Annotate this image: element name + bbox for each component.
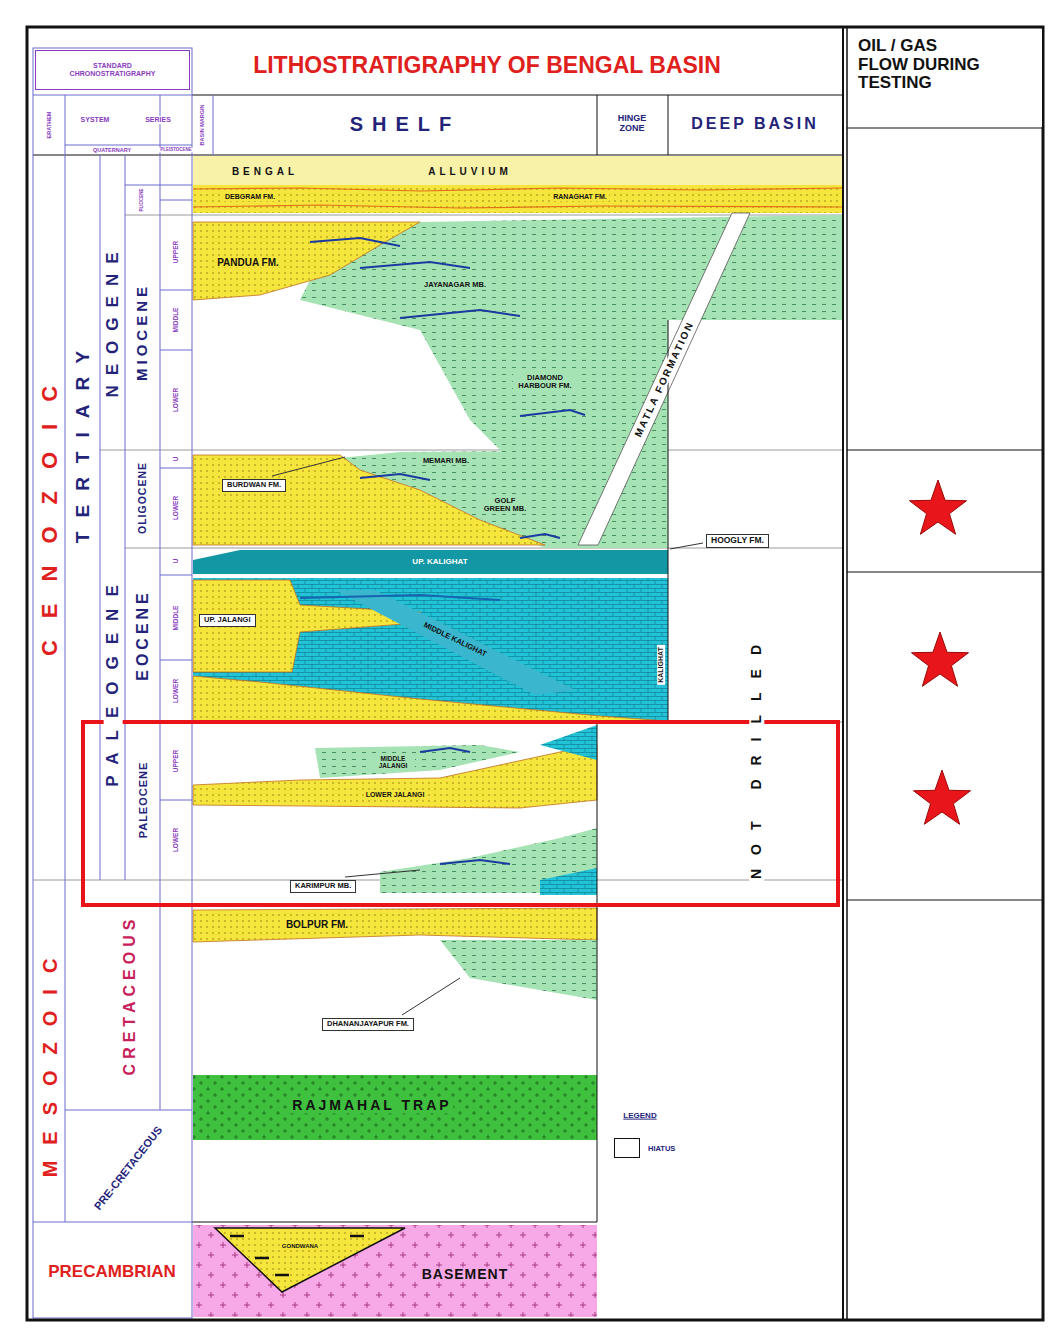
member-callout: KARIMPUR MB. (290, 880, 356, 893)
column-header: HINGE ZONE (608, 114, 656, 134)
formation-name: MATLA FORMATION (631, 318, 696, 441)
subepoch-name: LOWER (172, 826, 179, 854)
period-name: TERTIARY (73, 335, 94, 545)
column-header: DEEP BASIN (689, 115, 821, 133)
formation-callout: BURDWAN FM. (222, 479, 286, 492)
node-text: DHANANJAYAPUR FM. (327, 1020, 409, 1029)
formation-name: MIDDLE KALIGHAT (420, 620, 489, 659)
period-name: QUATERNARY (91, 147, 133, 153)
subepoch-name: LOWER (172, 494, 179, 522)
period-name: PRE-CRETACEOUS (90, 1122, 165, 1213)
formation-name: GONDWANA (280, 1243, 320, 1250)
legend-text: HIATUS (648, 1144, 675, 1153)
subepoch-name: U (172, 455, 179, 464)
formation-callout: HOOGLY FM. (706, 534, 769, 548)
legend-entry: HIATUS (614, 1138, 675, 1158)
period-name: PALEOGENE (104, 571, 123, 788)
column-header: SHELF (348, 113, 463, 135)
legend-swatch (614, 1138, 640, 1158)
epoch-name: MIOCENE (134, 281, 151, 383)
epoch-name: PLEISTOCENE (158, 148, 194, 153)
column-header: BASIN MARGIN (199, 103, 205, 148)
node-text: HOOGLY FM. (711, 536, 764, 546)
formation-name: RANAGHAT FM. (551, 193, 609, 201)
formation-name: UP. KALIGHAT (410, 558, 469, 567)
formation-name: LOWER JALANGI (364, 791, 427, 799)
formation-name: KALIGHAT (657, 645, 665, 685)
column-header: SYSTEM (79, 116, 112, 124)
formation-callout: UP. JALANGI (199, 614, 256, 627)
formation-name: RAJMAHAL TRAP (290, 1098, 453, 1113)
epoch-name: PLIOCENE (140, 186, 145, 213)
chart-title: LITHOSTRATIGRAPHY OF BENGAL BASIN (251, 53, 723, 78)
subepoch-name: LOWER (172, 677, 179, 705)
epoch-name: OLIGOCENE (137, 460, 149, 536)
epoch-name: PALEOCENE (137, 760, 149, 841)
member-name: MEMARI MB. (421, 457, 471, 465)
subepoch-name: MIDDLE (172, 306, 179, 335)
subepoch-name: LOWER (172, 386, 179, 414)
header-cell: STANDARD CHRONOSTRATIGRAPHY (35, 50, 190, 90)
node-text: OIL / GAS FLOW DURING TESTING (858, 37, 988, 93)
area-note: NOT DRILLED (749, 629, 764, 881)
member-name: GOLF GREEN MB. (479, 497, 531, 514)
era-name: CENOZOIC (38, 362, 62, 658)
subepoch-name: UPPER (172, 748, 179, 774)
formation-name: DEBGRAM FM. (223, 193, 277, 201)
node-text: UP. JALANGI (204, 616, 251, 625)
member-name: JAYANAGAR MB. (422, 281, 488, 289)
era-name: MESOZOIC (39, 941, 61, 1180)
epoch-name: EOCENE (134, 587, 152, 683)
period-name: NEOGENE (104, 240, 123, 399)
node-text: STANDARD CHRONOSTRATIGRAPHY (63, 62, 163, 78)
subepoch-name: U (172, 557, 179, 566)
column-header: SERIES (143, 116, 173, 124)
formation-name: ALLUVIUM (426, 166, 514, 177)
period-name: CRETACEOUS (121, 913, 139, 1078)
formation-name: DIAMOND HARBOUR FM. (513, 374, 577, 391)
formation-name: MIDDLE JALANGI (371, 755, 415, 769)
subepoch-name: UPPER (172, 239, 179, 265)
formation-name: BENGAL (230, 166, 300, 177)
column-header: OIL / GAS FLOW DURING TESTING (848, 29, 1042, 127)
formation-name: BOLPUR FM. (284, 919, 350, 930)
era-name: PRECAMBRIAN (46, 1263, 178, 1282)
node-text: BURDWAN FM. (227, 481, 281, 490)
formation-name: PANDUA FM. (215, 257, 281, 268)
basement-name: BASEMENT (420, 1267, 511, 1282)
node-text: KARIMPUR MB. (295, 882, 351, 891)
column-header: ERATHEM (46, 110, 52, 141)
subepoch-name: MIDDLE (172, 604, 179, 633)
legend-title: LEGEND (621, 1112, 658, 1121)
formation-callout: DHANANJAYAPUR FM. (322, 1018, 414, 1031)
